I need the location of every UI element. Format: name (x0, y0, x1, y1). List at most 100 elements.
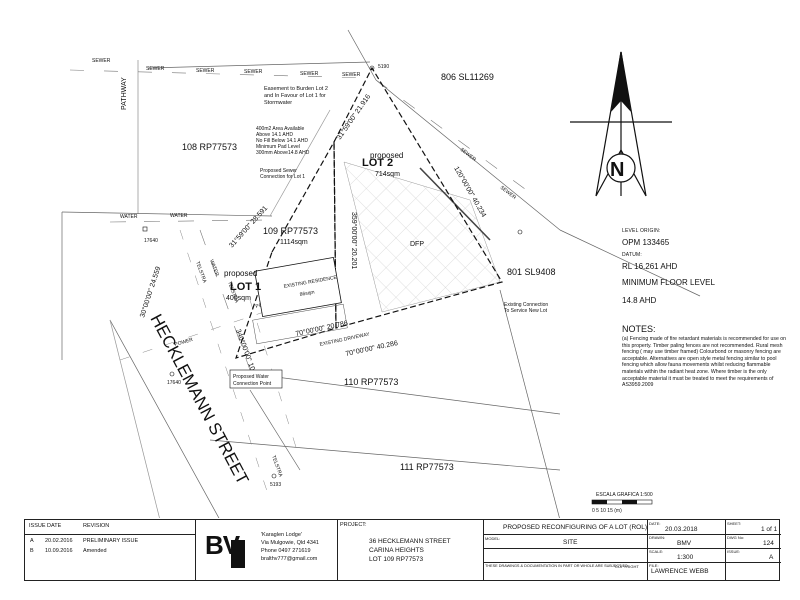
revision-row-issue: A (30, 538, 34, 544)
svg-text:SEWER: SEWER (92, 58, 111, 64)
lot-111-label: 111 RP77573 (400, 462, 454, 472)
revision-row-date: 10.09.2016 (45, 548, 73, 554)
survey-marks: 17640 17640 5193 5190 (142, 64, 523, 488)
date-label: DATE: (649, 521, 661, 526)
area-note: 400m2 Area Available Above 14.1 AHD No F… (256, 126, 310, 156)
svg-text:WATER: WATER (170, 213, 188, 219)
existing-driveway (252, 303, 348, 345)
model-label: MODEL: (485, 536, 501, 541)
drawn-label: DRAWN: (649, 535, 666, 540)
datum-label: DATUM: (622, 252, 642, 258)
file-label: FILE: (649, 563, 659, 568)
svg-text:Existing Connection: Existing Connection (504, 302, 548, 308)
revision-header: REVISION (83, 523, 110, 529)
company-line: bralthv777@gmail.com (261, 556, 318, 562)
scale-bar: ESCALA GRAFICA 1:500 0 5 10 15 (m) (591, 492, 653, 514)
notes-title: NOTES: (622, 324, 656, 334)
svg-text:Connection for Lot 1: Connection for Lot 1 (260, 174, 305, 180)
svg-text:30°00'00" 24.559: 30°00'00" 24.559 (138, 265, 162, 318)
lot-1-area: 400sqm (226, 295, 251, 302)
dwg-value: 124 (763, 540, 774, 547)
svg-text:To Service New Lot: To Service New Lot (504, 308, 548, 314)
svg-text:ESCALA GRAFICA 1:500: ESCALA GRAFICA 1:500 (596, 492, 653, 498)
svg-text:0 5 10 15 (m): 0 5 10 15 (m) (592, 508, 622, 514)
project-line: 36 HECKLEMANN STREET (369, 538, 451, 545)
svg-text:Minimum Pad Level: Minimum Pad Level (256, 144, 300, 150)
proposed-lot-boundary-heavy (419, 167, 491, 241)
svg-text:Proposed Water: Proposed Water (233, 374, 269, 380)
issue-header: ISSUE (29, 523, 46, 529)
issue-label: ISSUE: (727, 549, 741, 554)
svg-text:SEWER: SEWER (300, 71, 319, 77)
svg-text:70°00'00" 20.786: 70°00'00" 20.786 (295, 319, 349, 338)
existing-residence (254, 256, 342, 318)
minimum-floor-level-value: 14.8 AHD (622, 296, 657, 305)
easement-note: Easement to Burden Lot 2 and In Favour o… (264, 86, 328, 106)
svg-text:WATER: WATER (208, 259, 220, 278)
pathway-label: PATHWAY (121, 77, 128, 110)
proposed-lot-2-label: LOT 2 (362, 157, 393, 169)
svg-text:SEWER: SEWER (244, 69, 263, 75)
copyright-label: COPYRIGHT (615, 564, 639, 569)
svg-text:70°00'00" 40.286: 70°00'00" 40.286 (345, 339, 399, 358)
level-origin-label: LEVEL ORIGIN: (622, 228, 661, 234)
lot-109-area: 1114sqm (280, 239, 308, 246)
site-plan-drawing: SEWER SEWER SEWER SEWER SEWER SEWER SEWE… (61, 29, 701, 518)
svg-text:17640: 17640 (144, 238, 158, 244)
svg-text:SEWER: SEWER (459, 147, 477, 163)
service-connection-note: Existing Connection To Service New Lot (504, 302, 548, 314)
project-line: CARINA HEIGHTS (369, 547, 424, 554)
drawn-value: BMV (677, 540, 692, 547)
lot-110-label: 110 RP77573 (344, 377, 398, 387)
svg-text:31°59'00" 21.916: 31°59'00" 21.916 (335, 93, 372, 141)
notes-body: (a) Fencing made of fire retardant mater… (622, 336, 787, 389)
company-line: 'Karaglen Lodge' (261, 532, 302, 538)
lot-109-label: 109 RP77573 (263, 226, 318, 236)
svg-text:Easement to Burden Lot 2: Easement to Burden Lot 2 (264, 86, 328, 92)
proposed-lot-boundaries (235, 66, 503, 359)
revision-row-date: 20.02.2016 (45, 538, 73, 544)
scale-label: SCALE: (649, 549, 664, 554)
svg-text:359°00'00" 20.201: 359°00'00" 20.201 (350, 212, 358, 269)
existing-driveway-label: EXISTING DRIVEWAY (319, 331, 371, 348)
drawing-title: PROPOSED RECONFIGURING OF A LOT (ROL) (503, 524, 647, 531)
svg-text:5190: 5190 (378, 64, 389, 70)
svg-text:Connection Point: Connection Point (233, 381, 272, 387)
svg-text:Above 14.1 AHD: Above 14.1 AHD (256, 132, 293, 138)
svg-text:Stormwater: Stormwater (264, 100, 292, 106)
sheet-label: SHEET: (727, 521, 742, 526)
svg-text:SEWER: SEWER (342, 72, 361, 78)
svg-text:SEWER: SEWER (196, 68, 215, 74)
cadastral-boundaries (61, 29, 701, 518)
revision-row-issue: B (30, 548, 34, 554)
svg-text:TELSTRA: TELSTRA (194, 261, 208, 285)
project-line: LOT 109 RP77573 (369, 556, 424, 563)
proposed-lot-1-prefix: proposed (224, 269, 257, 278)
model-value: SITE (563, 539, 578, 546)
svg-text:POWER: POWER (174, 337, 194, 348)
svg-text:N: N (610, 159, 624, 181)
date-value: 20.03.2018 (665, 526, 698, 533)
svg-text:400m2 Area Available: 400m2 Area Available (256, 126, 304, 132)
svg-text:No Fill Below 14.1 AHD: No Fill Below 14.1 AHD (256, 138, 308, 144)
lot-801-label: 801 SL9408 (507, 267, 556, 277)
project-label: PROJECT: (340, 522, 367, 528)
svg-text:WATER: WATER (120, 214, 138, 220)
existing-residence-area: 86sqm (299, 289, 315, 298)
north-arrow: N (570, 51, 672, 197)
sheet-value: 1 of 1 (761, 526, 778, 533)
svg-text:17640: 17640 (167, 380, 181, 386)
level-origin-value: OPM 133465 (622, 238, 670, 247)
date-header: DATE (47, 523, 62, 529)
revision-row-text: Amended (83, 548, 107, 554)
proposed-lot-2-prefix: proposed (370, 151, 403, 160)
dfp-label: DFP (410, 241, 424, 248)
lot-108-label: 108 RP77573 (182, 142, 237, 152)
sewer-connection-note: Proposed Sewer Connection for Lot 1 (260, 168, 305, 180)
copyright-note: THESE DRAWINGS & DOCUMENTATION IN PART O… (485, 564, 628, 568)
svg-text:SEWER: SEWER (146, 66, 165, 72)
minimum-floor-level-label: MINIMUM FLOOR LEVEL (622, 278, 715, 287)
company-line: Phone 0497 271619 (261, 548, 311, 554)
sewer-line (69, 69, 541, 201)
company-line: Via Mulgowie, Qld 4341 (261, 540, 319, 546)
